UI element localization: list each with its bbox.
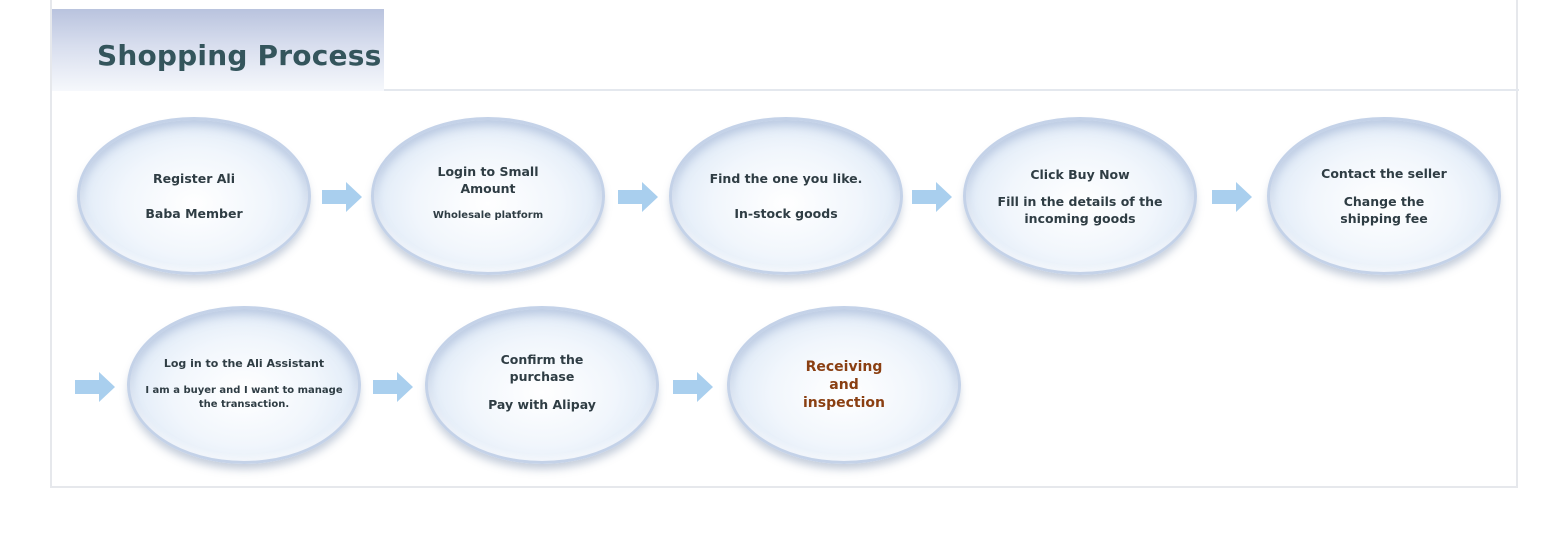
arrow-right-icon [1212,182,1252,212]
arrow-right-icon [673,372,713,402]
step-register: Register Ali Baba Member [77,117,311,275]
step-main-text: Register Ali [153,171,235,186]
step-sub-text: Wholesale platform [432,210,544,221]
header-tab: Shopping Process [52,9,384,91]
arrow-right-icon [373,372,413,402]
step-confirm-purchase: Confirm the purchase Pay with Alipay [425,306,659,464]
process-panel [50,0,1518,488]
arrow-right-icon [75,372,115,402]
step-main-text: Contact the seller [1321,166,1447,181]
step-sub-text: In-stock goods [734,206,838,221]
step-sub-text: Fill in the details of the incoming good… [997,193,1163,226]
step-main-text: Login to Small Amount [437,164,539,196]
step-buy-now: Click Buy Now Fill in the details of the… [963,117,1197,275]
step-main-text: Find the one you like. [709,171,863,186]
arrow-right-icon [912,182,952,212]
step-sub-text: Pay with Alipay [488,397,596,412]
step-sub-text: Baba Member [145,206,243,221]
page-title: Shopping Process [97,39,382,72]
step-contact-seller: Contact the seller Change the shipping f… [1267,117,1501,275]
step-sub-text: I am a buyer and I want to manage the tr… [145,384,343,410]
arrow-right-icon [322,182,362,212]
step-main-text: Log in to the Ali Assistant [163,356,325,370]
step-main-text: Confirm the purchase [500,352,584,384]
step-find-goods: Find the one you like. In-stock goods [669,117,903,275]
step-receiving-inspection: Receiving and inspection [727,306,961,464]
step-login-platform: Login to Small Amount Wholesale platform [371,117,605,275]
step-main-text: Click Buy Now [1030,166,1130,182]
step-sub-text: Change the shipping fee [1340,194,1428,226]
arrow-right-icon [618,182,658,212]
step-ali-assistant: Log in to the Ali Assistant I am a buyer… [127,306,361,464]
header-divider [384,89,1519,91]
step-main-text: Receiving and inspection [803,359,885,411]
